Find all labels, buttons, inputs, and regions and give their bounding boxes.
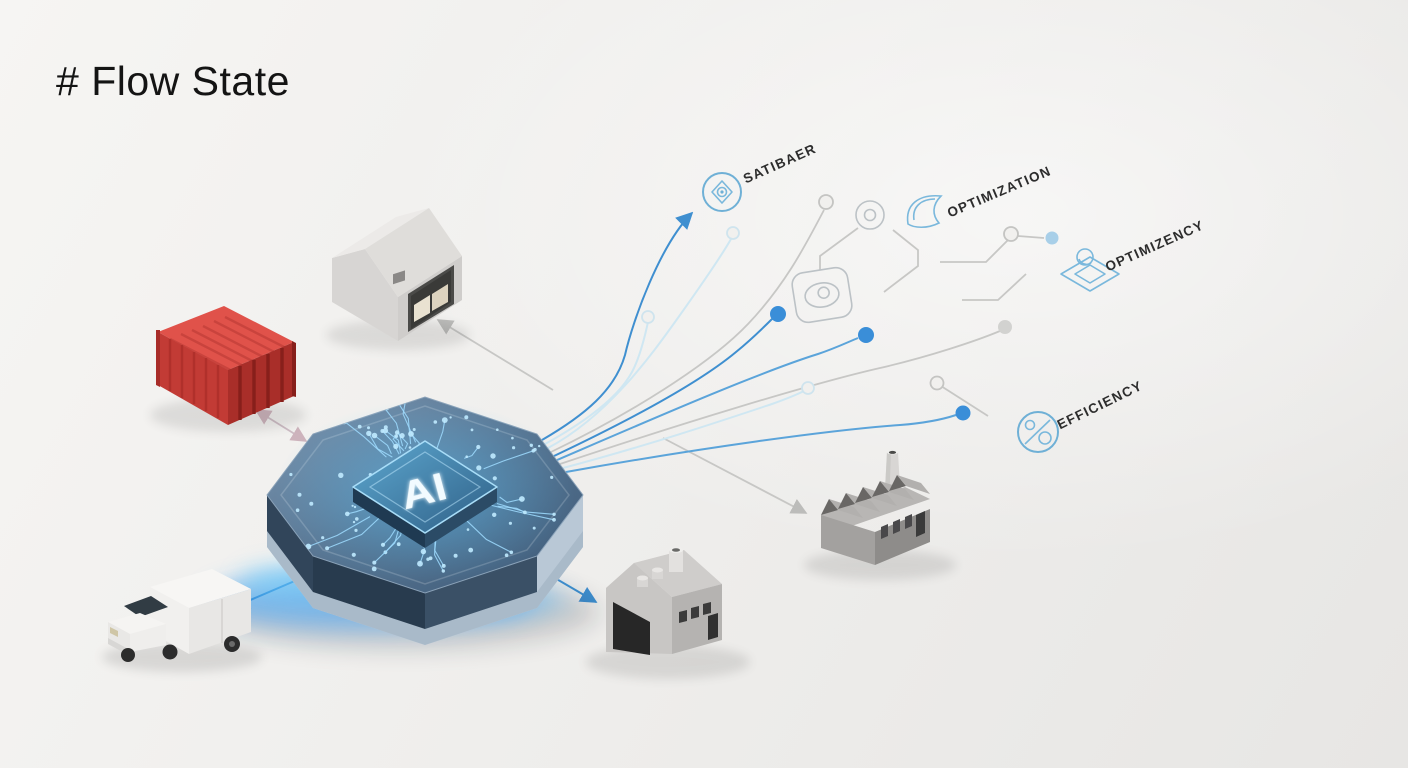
flow-line (559, 330, 1001, 465)
ai-chip: AI (352, 440, 498, 548)
delivery-van-illustration (102, 569, 262, 672)
node-filled (955, 405, 971, 421)
factory-windows (881, 511, 925, 539)
sationer-icon (702, 172, 742, 212)
node-filled (858, 327, 874, 343)
aperture-node-icon (791, 266, 853, 324)
factory-arrow (662, 437, 808, 514)
flow-line (556, 337, 859, 461)
ai-platform: AI (200, 396, 600, 650)
page-title: # Flow State (56, 58, 290, 104)
flow-line (547, 238, 732, 449)
node-open (641, 310, 655, 324)
flow-line (562, 390, 805, 469)
node-filled (770, 306, 786, 322)
circuit-traces (819, 227, 1045, 417)
flow-line (544, 321, 649, 445)
optimization-icon (906, 195, 943, 229)
factory-illustration (804, 449, 956, 580)
efficiency-icon (1017, 411, 1059, 453)
warehouse-illustration (326, 208, 470, 350)
roof-vents (637, 567, 663, 587)
flow-line (565, 414, 957, 473)
industrial-building-illustration (586, 547, 750, 679)
optimizency-icon (1060, 248, 1120, 292)
flow-nodes (641, 194, 1059, 421)
node-open (818, 194, 834, 210)
shipping-container-illustration (150, 306, 306, 432)
node-filled (1045, 231, 1059, 245)
sawtooth-roof (821, 475, 930, 518)
node-filled (998, 320, 1012, 334)
roof-chimney (669, 547, 683, 572)
flow-line (553, 318, 773, 457)
rings-node-icon (855, 200, 885, 230)
node-open (929, 375, 945, 391)
flow-line-arrow (541, 211, 694, 441)
node-open (1003, 226, 1019, 242)
node-open (801, 381, 815, 395)
node-open (726, 226, 740, 240)
circuit-pattern (289, 397, 556, 573)
flow-line (550, 209, 825, 453)
flow-lines (541, 209, 1045, 473)
